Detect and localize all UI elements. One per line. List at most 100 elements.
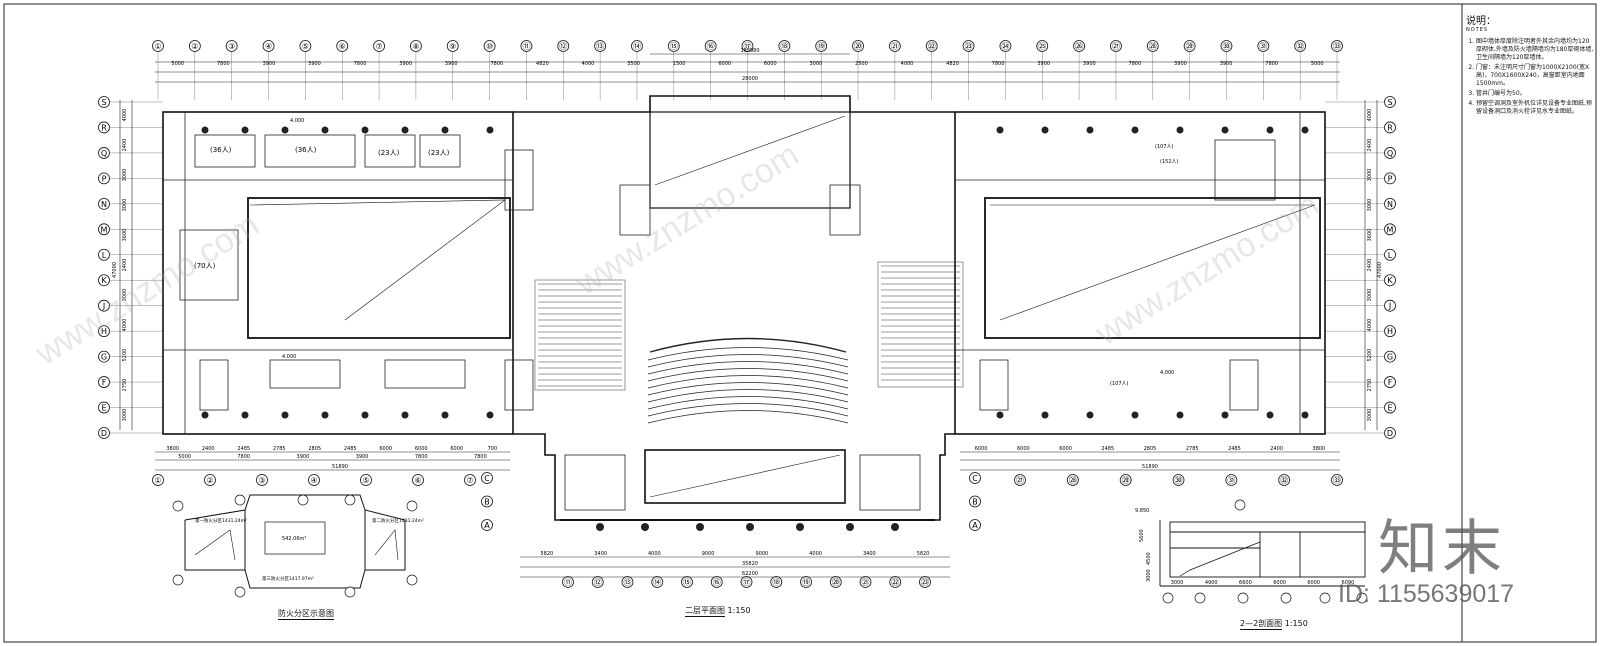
dimension-right: 3000 [1367, 409, 1373, 422]
grid-label: ㉝ [1333, 42, 1341, 51]
grid-label: G [1387, 353, 1393, 362]
grid-label: C [484, 474, 490, 483]
grid-label: H [1387, 327, 1393, 336]
plan-scale: 1:150 [727, 606, 751, 615]
notes-list: 图中墙体厚度除注明者外其余内墙均为120厚砌体,外墙及防火墙隔墙均为180厚砌体… [1466, 38, 1594, 116]
column [1176, 126, 1184, 134]
column [1301, 411, 1309, 419]
grid-bubble-center-left: B [481, 495, 493, 508]
dimension-section-bottom: 6000 [1307, 580, 1320, 586]
grid-label: ㉚ [1222, 42, 1230, 51]
grid-bubble-top: ⑱ [778, 40, 791, 52]
grid-bubble-right: F [1384, 376, 1396, 388]
dimension-bottom-left: 2485 [344, 446, 357, 452]
grid-label: ㉘ [1149, 42, 1157, 51]
grid-bubble-right: J [1384, 299, 1396, 312]
column [996, 411, 1004, 419]
note-item: 预留空调洞及室外机位详见设备专业图纸,预留设备洞口及消火栓详见水专业图纸。 [1476, 100, 1594, 116]
area-label-3: (152人) [1160, 159, 1178, 165]
dimension-left: 2750 [122, 379, 128, 392]
dimension-bottom-center: 4000 [648, 551, 661, 557]
grid-bubble-left: M [98, 223, 110, 236]
grid-bubble-top: ㉝ [1331, 40, 1343, 52]
dimension-top: 3500 [627, 61, 640, 67]
dimension-section-bottom: 6000 [1273, 580, 1286, 586]
dimension-left: 2400 [122, 259, 128, 272]
dimension-right: 3000 [1367, 289, 1373, 302]
grid-bubble-top: ㉑ [888, 40, 901, 52]
grid-bubble-right: D [1384, 427, 1396, 439]
dimension-top-total: 165980 [740, 48, 759, 54]
grid-bubble-top: ㉕ [1036, 40, 1049, 52]
plan-title: 二层平面图 [685, 606, 725, 617]
dimension-bottom-right: 6000 [975, 446, 988, 452]
grid-bubble-top: ⑪ [520, 40, 533, 52]
dimension-bottom-left-2: 7800 [474, 454, 487, 460]
dimension-right: 3000 [1367, 199, 1373, 212]
grid-bubble-left: D [98, 427, 110, 439]
grid-bubble-bottom-left: ⑥ [412, 474, 424, 486]
dimension-bottom-center: 9000 [702, 551, 715, 557]
section-scale: 1:150 [1284, 619, 1308, 628]
grid-bubble-bottom-right: ㉚ [1172, 474, 1185, 486]
column [401, 126, 409, 134]
dimension-left: 5200 [122, 349, 128, 362]
grid-bubble-left: J [98, 299, 110, 312]
grid-bubble-bottom-center: ⑬ [621, 576, 634, 588]
grid-bubble-right: L [1384, 248, 1396, 261]
grid-label: G [101, 353, 107, 362]
grid-bubble-right: E [1384, 401, 1396, 414]
fire-zone-title: 防火分区示意图 [278, 609, 334, 620]
dimension-bottom-center: 5820 [917, 551, 930, 557]
grid-label: B [972, 498, 978, 507]
grid-label: P [102, 174, 107, 183]
dimension-bottom-left: 6000 [450, 446, 463, 452]
column [746, 523, 754, 531]
grid-label: ⑰ [744, 42, 752, 51]
grid-label: S [101, 98, 106, 107]
grid-label: ㉙ [1186, 42, 1194, 51]
room-label-meeting-2: (36人) [295, 146, 317, 154]
dimension-top: 4820 [536, 61, 549, 67]
level-label-1: 4.000 [290, 118, 304, 124]
column [1266, 126, 1274, 134]
column [796, 523, 804, 531]
grid-bubble-center-right: B [969, 495, 981, 508]
grid-label: ⑬ [624, 578, 632, 587]
dimension-bottom-left-2: 3900 [297, 454, 310, 460]
dimension-bottom-left: 6000 [379, 446, 392, 452]
grid-bubble-bottom-right: ㉝ [1331, 474, 1343, 486]
grid-label: ㉒ [891, 578, 899, 587]
grid-label: D [101, 429, 107, 438]
grid-bubble-top: ⑲ [815, 40, 828, 52]
grid-bubble-bottom-left: ③ [256, 474, 268, 486]
grid-bubble-bottom-center: ⑫ [591, 576, 604, 588]
grid-bubble-bottom-center: ⑪ [562, 576, 574, 588]
fire-zone-label-2: 第二防火分区1431.24m² [372, 517, 424, 524]
dimension-left: 4000 [122, 319, 128, 332]
column [1266, 411, 1274, 419]
grid-label: ⑮ [683, 578, 691, 587]
grid-bubble-right: K [1384, 274, 1396, 287]
grid-label: ⑬ [596, 42, 604, 51]
dimension-top: 3900 [445, 61, 458, 67]
grid-bubble-top: ⑮ [667, 40, 680, 52]
grid-label: D [1387, 429, 1393, 438]
grid-label: ㉛ [1259, 42, 1267, 51]
section-height-2: 4500 [1146, 552, 1152, 565]
dimension-bottom-right-total: 51890 [1142, 464, 1158, 470]
dimension-top: 4820 [946, 61, 959, 67]
column [401, 411, 409, 419]
plan-caption: 二层平面图 1:150 [685, 605, 751, 617]
grid-label: A [484, 521, 490, 530]
column [1086, 411, 1094, 419]
grid-bubble-top: ④ [262, 40, 275, 52]
grid-label: ㉜ [1280, 476, 1288, 485]
grid-label: M [101, 225, 108, 234]
dimension-top: 4000 [901, 61, 914, 67]
grid-bubble-top: ㉓ [962, 40, 975, 52]
dimension-bottom-center: 9000 [756, 551, 769, 557]
grid-bubble-left: P [98, 172, 110, 185]
grid-bubble-top: ⑧ [410, 40, 422, 52]
grid-label: ㉗ [1016, 476, 1024, 485]
